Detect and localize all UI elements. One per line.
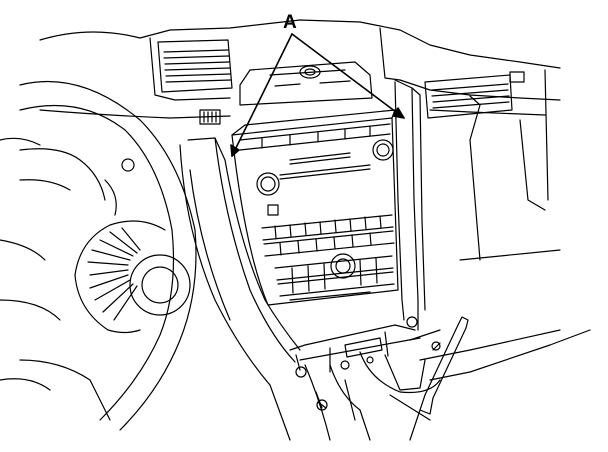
- console-trim-right: [395, 80, 425, 330]
- instrument-gauge: [75, 221, 190, 333]
- center-top-panel: [240, 62, 372, 105]
- left-air-vent: [158, 40, 232, 124]
- console-trim-left: [180, 138, 300, 440]
- callout-label-a: A: [283, 12, 297, 33]
- screwdriver-tool: [410, 317, 468, 440]
- lower-console: [290, 140, 590, 440]
- audio-control-panel: [232, 110, 398, 305]
- dashboard-outline: [40, 20, 560, 210]
- screw-right: [407, 317, 440, 350]
- screw-left: [296, 355, 327, 410]
- right-air-vent: [425, 72, 524, 118]
- steering-wheel: [0, 82, 196, 430]
- callout-leader-lines: [231, 34, 404, 156]
